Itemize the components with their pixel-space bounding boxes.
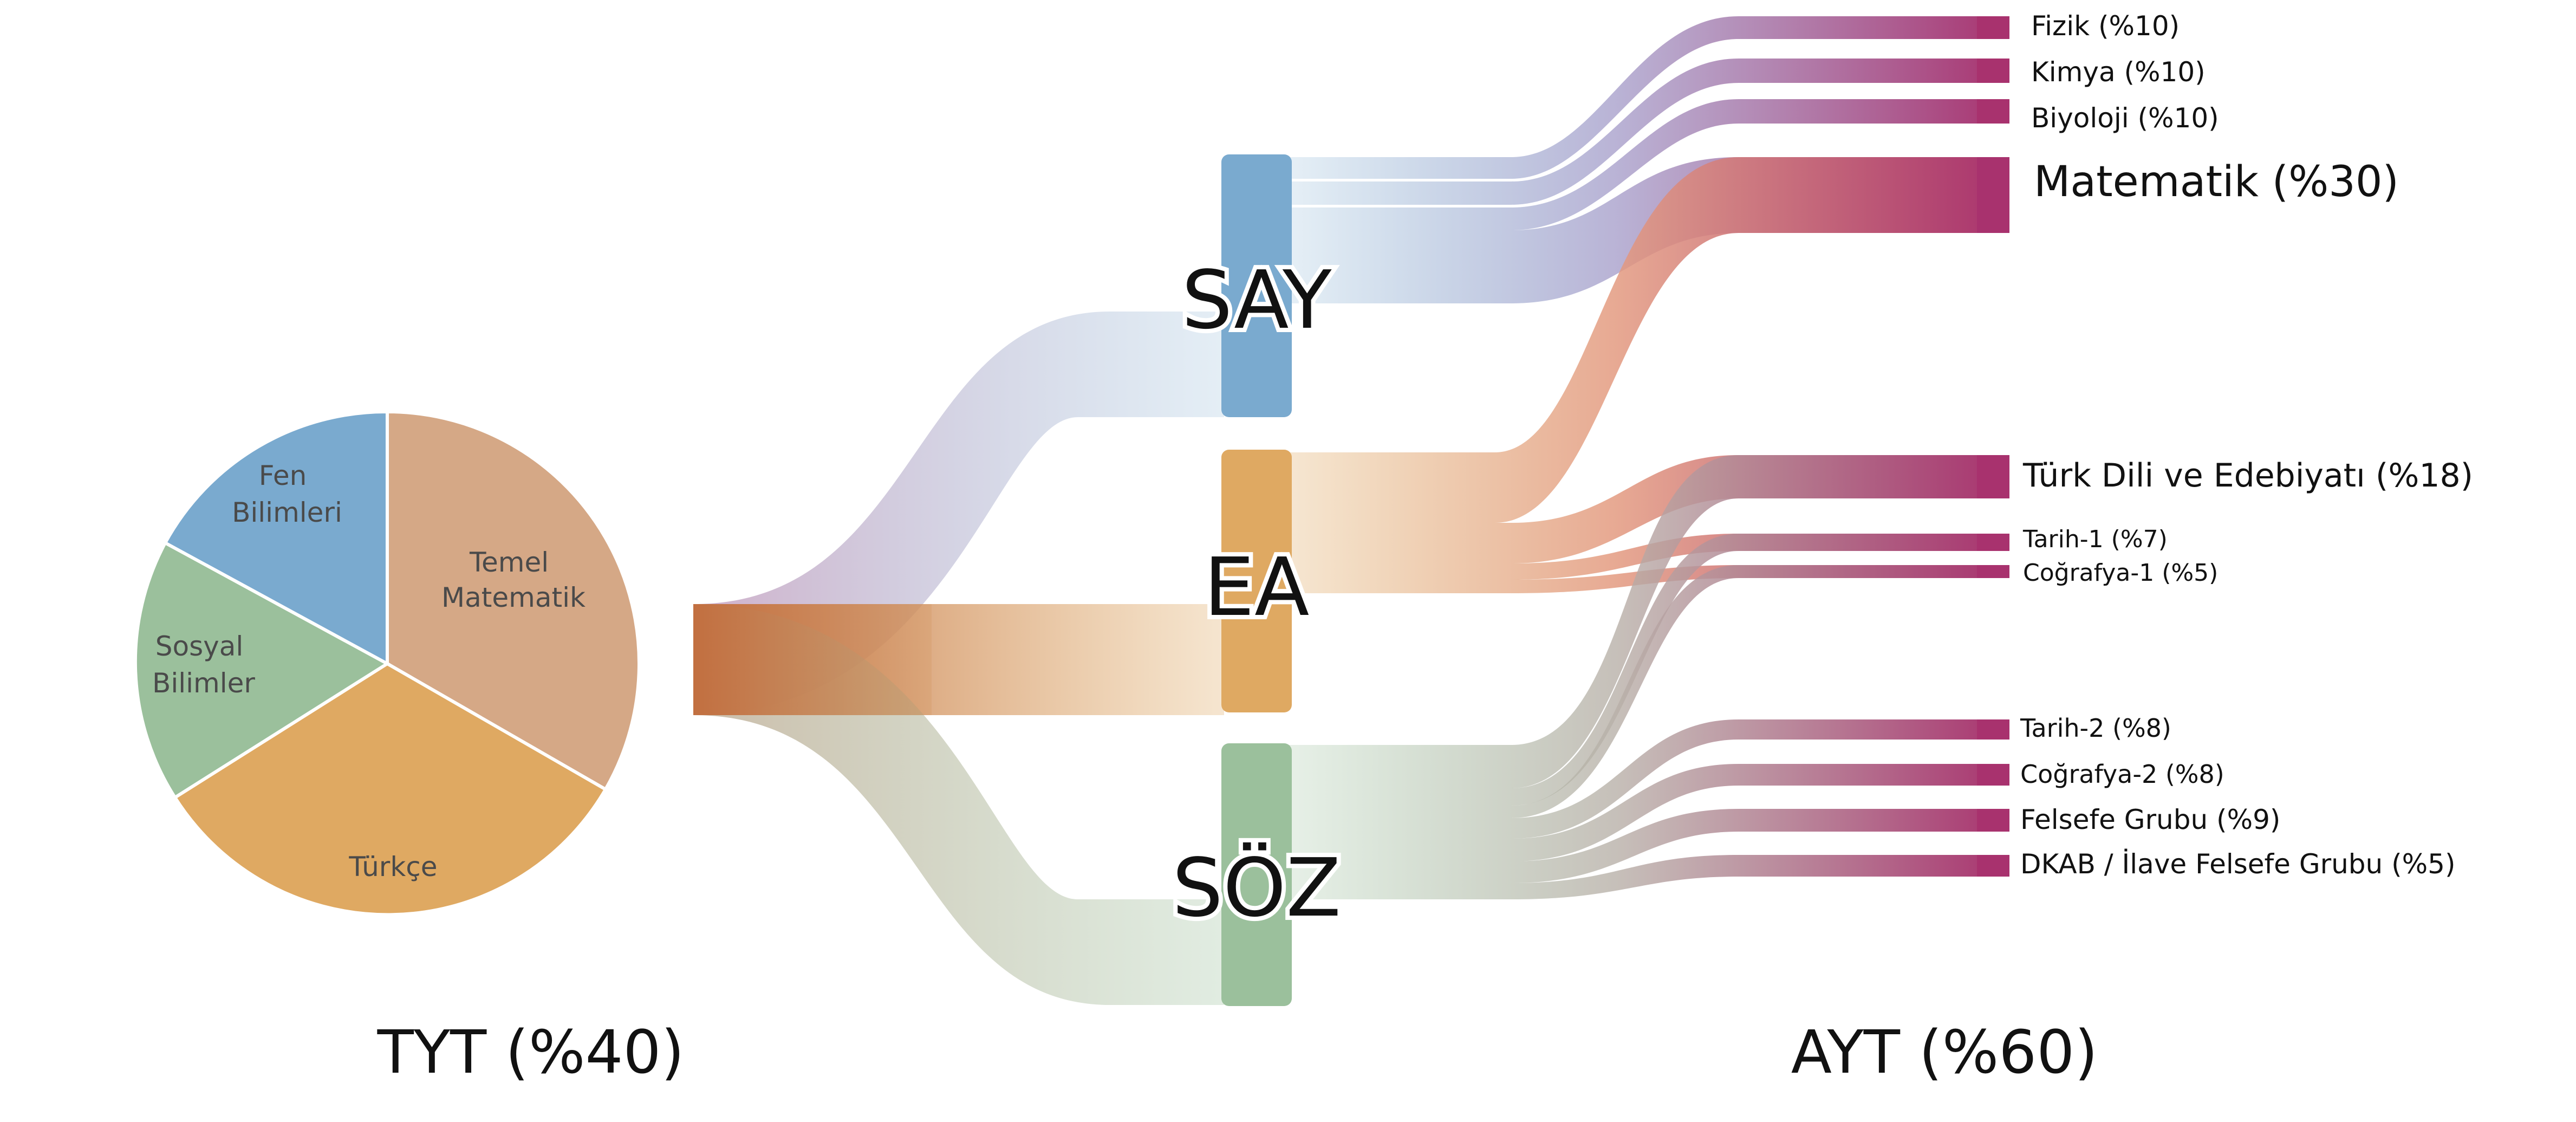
track-to-subject-flows (1289, 16, 2009, 899)
subject-label-biyoloji: Biyoloji (%10) (2031, 102, 2219, 134)
flow-say-to-kimya (1289, 59, 2009, 205)
subject-label-cografya1: Coğrafya-1 (%5) (2023, 559, 2218, 587)
pie-slice-fen-bilimleri (162, 410, 389, 667)
subject-bar-felsefe (1977, 809, 2009, 832)
subject-label-matematik: Matematik (%30) (2034, 158, 2399, 206)
subject-bar-cografya1 (1977, 565, 2009, 578)
subject-label-fizik: Fizik (%10) (2031, 10, 2180, 42)
ayt-title: AYT (%60) (1791, 1017, 2098, 1087)
subject-bar-tarih2 (1977, 719, 2009, 740)
flow-soz-to-dkab (1289, 855, 2009, 899)
flow-say-to-biyoloji (1289, 99, 2009, 230)
track-label-soz: SÖZ (1172, 841, 1341, 935)
subject-label-tarih2: Tarih-2 (%8) (2020, 714, 2171, 743)
flow-soz-to-cografya2 (1289, 764, 2009, 861)
tyt-to-track-flows (693, 312, 1224, 1005)
subject-bar-cografya2 (1977, 764, 2009, 786)
pie-slice-temel-matematik (386, 410, 641, 792)
ayt-subject-labels: Fizik (%10) Kimya (%10) Biyoloji (%10) M… (2020, 10, 2473, 880)
flow-ea-to-matematik (1289, 157, 2009, 523)
flow-soz-to-felsefe (1289, 809, 2009, 883)
subject-bar-kimya (1977, 59, 2009, 83)
flow-soz-to-tarih2 (1289, 719, 2009, 839)
track-label-say: SAY (1182, 254, 1332, 347)
subject-bar-biyoloji (1977, 99, 2009, 124)
flow-say-to-fizik (1289, 16, 2009, 179)
tyt-source-block (693, 604, 932, 715)
subject-bar-matematik (1977, 157, 2009, 233)
subject-bar-fizik (1977, 16, 2009, 39)
tyt-pie-chart: Temel Matematik Türkçe Sosyal Bilimler F… (133, 410, 641, 917)
track-label-ea: EA (1204, 541, 1310, 634)
ayt-subject-bars (1977, 16, 2009, 877)
flow-soz-to-turk-dili (1289, 455, 2009, 788)
pie-slice-sosyal-bilimler (133, 540, 391, 800)
subject-label-tarih1: Tarih-1 (%7) (2022, 526, 2168, 553)
pie-label-sosyal-bilimler: Sosyal Bilimler (152, 631, 255, 699)
subject-bar-tarih1 (1977, 534, 2009, 551)
subject-bar-turk-dili (1977, 455, 2009, 498)
pie-label-fen-bilimleri: Fen Bilimleri (232, 460, 342, 528)
subject-label-kimya: Kimya (%10) (2031, 56, 2206, 88)
subject-label-dkab: DKAB / İlave Felsefe Grubu (%5) (2020, 848, 2455, 880)
track-node-say (1221, 154, 1292, 417)
pie-slice-turkce (172, 661, 608, 917)
track-node-soz (1221, 743, 1292, 1006)
subject-label-cografya2: Coğrafya-2 (%8) (2020, 760, 2224, 789)
track-nodes: SAY EA SÖZ (1168, 154, 1345, 1006)
subject-label-turk-dili: Türk Dili ve Edebiyatı (%18) (2022, 457, 2473, 495)
pie-label-turkce: Türkçe (348, 851, 437, 883)
subject-bar-dkab (1977, 855, 2009, 877)
track-node-ea (1221, 450, 1292, 712)
subject-label-felsefe: Felsefe Grubu (%9) (2020, 804, 2280, 835)
tyt-title: TYT (%40) (377, 1017, 685, 1087)
pie-label-temel-matematik: Temel Matematik (441, 547, 586, 613)
